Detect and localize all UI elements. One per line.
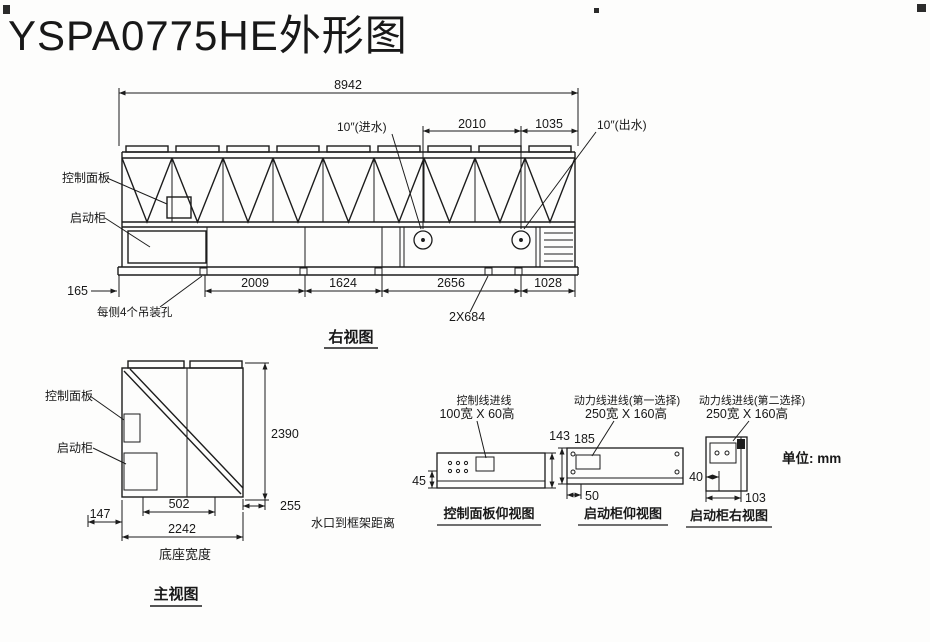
front-view: 控制面板 启动柜 2390 255 水口到框架距离 147 502 [45,360,395,607]
dim-port-offset: 147 [87,507,122,527]
front-view-title: 主视图 [150,585,202,607]
right-view: 8942 2010 1035 10″(进水) 10″(出水) 控制面板 启动柜 [62,78,647,349]
dim-seg2-text: 1624 [329,276,357,290]
front-starter-label: 启动柜 [57,441,93,455]
water-connections [413,230,531,250]
dim-seg4-text: 1028 [534,276,562,290]
dim-base-width-text: 2242 [168,522,196,536]
lifting-holes [199,267,523,276]
cp-bottom-note2: 100宽 X 60高 [439,406,514,421]
control-panel-callout: 控制面板 [62,171,168,205]
detail-starter-bottom: 动力线进线(第一选择) 250宽 X 160高 143 50 启动柜仰视图 [549,393,684,526]
dim-base-width: 2242 底座宽度 [121,500,244,562]
page-title: YSPA0775HE外形图 [8,12,408,59]
dim-port-spans: 2010 1035 [422,117,578,229]
scan-artifact [594,8,599,13]
inlet-port-circle [413,230,433,250]
dim-port-to-frame: 255 水口到框架距离 [242,499,395,530]
starter-bottom-dim-offset-text: 50 [585,489,599,503]
lifting-holes-callout: 每侧4个吊装孔 [97,275,203,319]
scan-artifacts [3,4,926,14]
front-outline [121,360,244,498]
dim-seg1-text: 2009 [241,276,269,290]
cp-bottom-dim-height-text: 185 [574,432,595,446]
starter-bottom-dim-height-text: 143 [549,429,570,443]
dim-outlet-span-text: 1035 [535,117,563,131]
cp-bottom-dim-side-text: 45 [412,474,426,488]
starter-bottom-note1: 动力线进线(第一选择) [574,393,680,407]
starter-right-title: 启动柜右视图 [686,508,772,528]
water-port-note: 水口到框架距离 [311,515,395,530]
starter-right-title-text: 启动柜右视图 [690,508,768,523]
starter-bottom-title-text: 启动柜仰视图 [584,506,662,521]
front-starter-callout: 启动柜 [57,441,127,465]
outlet-label: 10″(出水) [597,118,647,132]
right-view-title: 右视图 [324,328,378,349]
front-control-panel-box [123,413,141,443]
dim-height-text: 2390 [271,427,299,441]
dim-height: 2390 [245,362,299,501]
front-view-title-text: 主视图 [153,585,198,603]
unit-outline [117,145,579,276]
dim-seg3-text: 2656 [437,276,465,290]
starter-right-note1: 动力线进线(第二选择) [699,393,805,407]
starter-right-dim-width-text: 103 [745,491,766,505]
dim-cabinet-width-text: 502 [169,497,190,511]
dim-cabinet-width: 502 [142,497,216,516]
base-width-label: 底座宽度 [159,547,211,562]
cp-bottom-note1: 控制线进线 [457,393,512,407]
scan-artifact [917,4,926,12]
right-view-title-text: 右视图 [328,328,373,346]
dim-inlet-span-text: 2010 [458,117,486,131]
cp-bottom-title-text: 控制面板仰视图 [443,506,534,521]
outlet-callout: 10″(出水) [523,118,647,230]
dim-overall-length: 8942 [118,78,579,146]
control-panel-box [166,196,192,219]
drain-spacing-callout: 2X684 [449,275,489,324]
inlet-label: 10″(进水) [337,120,387,134]
starter-cabinet-label: 启动柜 [70,211,106,225]
dim-overall-length-text: 8942 [334,78,362,92]
dim-port-offset-text: 147 [90,507,111,521]
dim-port-to-frame-text: 255 [280,499,301,513]
control-panel-label: 控制面板 [62,171,110,185]
detail-views: 控制线进线 100宽 X 60高 45 185 控制面板仰视图 [412,393,841,528]
outlet-port-circle [511,230,531,250]
inlet-callout: 10″(进水) [337,120,422,230]
starter-bottom-title: 启动柜仰视图 [578,506,668,526]
front-starter-box [123,452,158,491]
dim-bottom-chain: 165 2009 1624 2656 1028 [67,275,576,298]
scan-artifact [3,5,10,14]
starter-bottom-note2: 250宽 X 160高 [585,406,667,421]
dim-left-offset-text: 165 [67,284,88,298]
starter-right-note2: 250宽 X 160高 [706,406,788,421]
detail-control-panel-bottom: 控制线进线 100宽 X 60高 45 185 控制面板仰视图 [412,393,595,526]
dim-drain-spacing-text: 2X684 [449,310,485,324]
units-label: 单位: mm [782,450,841,466]
detail-starter-right: 动力线进线(第二选择) 250宽 X 160高 40 103 启动柜右视图 [686,393,805,528]
lifting-holes-label: 每侧4个吊装孔 [97,305,173,319]
cp-bottom-title: 控制面板仰视图 [437,506,541,526]
starter-cabinet-callout: 启动柜 [70,211,151,248]
front-control-panel-label: 控制面板 [45,389,93,403]
starter-right-dim-foot-text: 40 [689,470,703,484]
front-control-panel-callout: 控制面板 [45,389,125,421]
starter-cabinet-box [127,230,207,264]
